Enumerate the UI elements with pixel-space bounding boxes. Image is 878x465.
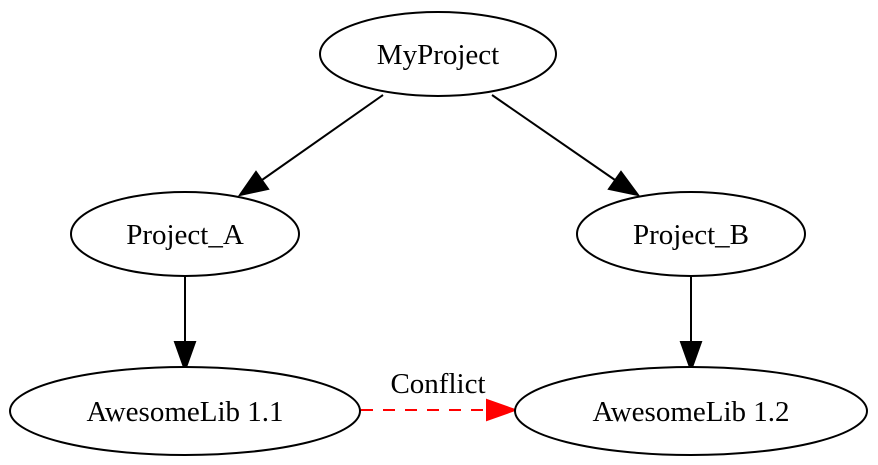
node-label: Project_A	[126, 219, 244, 251]
node-label: AwesomeLib 1.2	[592, 396, 789, 428]
edge-myproject-to-project-a	[237, 94, 384, 197]
node-project-b: Project_B	[576, 191, 806, 277]
edge-project-a-to-awesomelib-1-1	[173, 277, 197, 373]
node-label: Project_B	[633, 219, 749, 251]
conflict-label: Conflict	[390, 368, 485, 400]
edge-conflict: Conflict	[361, 368, 518, 422]
node-awesomelib-1-1: AwesomeLib 1.1	[9, 366, 361, 456]
arrowhead	[173, 341, 197, 373]
node-myproject: MyProject	[319, 11, 557, 97]
arrowhead	[237, 170, 270, 197]
conflict-arrowhead	[486, 398, 518, 422]
edge-project-b-to-awesomelib-1-2	[679, 277, 703, 373]
node-label: AwesomeLib 1.1	[86, 396, 283, 428]
arrowhead	[607, 170, 641, 197]
node-label: MyProject	[377, 39, 499, 71]
arrowhead	[679, 341, 703, 373]
node-awesomelib-1-2: AwesomeLib 1.2	[514, 366, 868, 456]
edge-myproject-to-project-b	[491, 94, 641, 197]
node-project-a: Project_A	[70, 191, 300, 277]
